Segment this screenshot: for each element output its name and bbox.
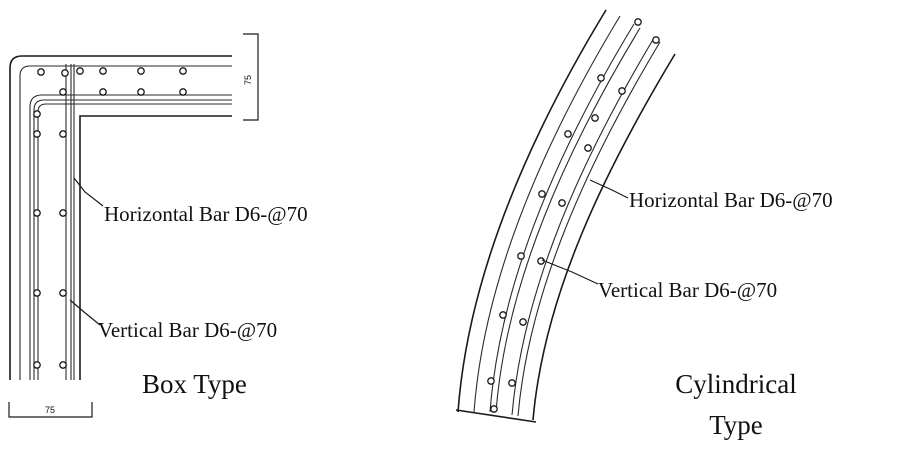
- box-bar-dot: [59, 130, 67, 138]
- cyl-bottom-edge: [455, 409, 537, 423]
- box-dimension-top-label: 75: [243, 75, 253, 85]
- cyl-bar-dot: [591, 114, 599, 122]
- box-inner-rebar-a: [29, 94, 232, 380]
- cyl-rebar-b: [495, 27, 641, 413]
- cyl-horizontal-bar-label: Horizontal Bar D6-@70: [629, 188, 833, 212]
- cyl-vertical-bar-label: Vertical Bar D6-@70: [598, 278, 777, 302]
- box-inner-wall: [79, 115, 232, 380]
- cyl-bar-dot: [597, 74, 605, 82]
- cyl-bar-dot: [490, 405, 498, 413]
- box-horizontal-leader: [73, 177, 104, 207]
- cyl-bar-dot: [652, 36, 660, 44]
- box-bar-dot: [33, 209, 41, 217]
- cyl-caption-line1: Cylindrical: [675, 369, 796, 399]
- box-bar-dot: [37, 68, 45, 76]
- box-outer-rebar: [19, 65, 232, 380]
- box-bar-dot: [76, 67, 84, 75]
- box-bar-dot: [59, 209, 67, 217]
- box-bar-dot: [33, 289, 41, 297]
- cyl-bar-dot: [538, 190, 546, 198]
- box-bar-dot: [33, 110, 41, 118]
- box-bar-dot: [179, 67, 187, 75]
- cyl-outer-rebar: [473, 15, 621, 413]
- cylindrical-type-section: Horizontal Bar D6-@70 Vertical Bar D6-@7…: [455, 9, 833, 440]
- cyl-rebar-d: [517, 41, 661, 417]
- box-bar-dot: [33, 361, 41, 369]
- cyl-rebar-c: [511, 37, 655, 416]
- box-outer-wall: [9, 55, 232, 380]
- box-type-section: 75 75 Horizontal Bar D6-@70 Vertical Bar…: [8, 33, 308, 418]
- cyl-bar-dot: [584, 144, 592, 152]
- cyl-bar-dot: [517, 252, 525, 260]
- cyl-outer-wall: [457, 9, 607, 413]
- box-bar-dot: [59, 289, 67, 297]
- cyl-inner-wall: [532, 53, 676, 421]
- box-bar-dot: [137, 88, 145, 96]
- box-horizontal-bar-label: Horizontal Bar D6-@70: [104, 202, 308, 226]
- box-dimension-bottom-label: 75: [45, 405, 55, 415]
- cyl-bar-dot: [508, 379, 516, 387]
- box-dimension-bottom-bracket: [8, 402, 93, 418]
- box-bar-dot: [99, 67, 107, 75]
- cyl-bar-dot: [519, 318, 527, 326]
- cyl-vertical-leader: [541, 259, 599, 285]
- cyl-horizontal-leader: [589, 179, 629, 199]
- box-bar-dot: [137, 67, 145, 75]
- cyl-caption-line2: Type: [709, 410, 763, 440]
- box-bar-dot: [179, 88, 187, 96]
- box-type-caption: Box Type: [142, 369, 247, 399]
- cyl-bar-dot: [499, 311, 507, 319]
- box-bar-dot: [99, 88, 107, 96]
- box-bar-dot: [59, 361, 67, 369]
- cyl-bar-dot: [558, 199, 566, 207]
- cyl-rebar-a: [489, 23, 635, 413]
- box-bar-dot: [59, 88, 67, 96]
- box-dimension-top-bracket: [243, 33, 259, 121]
- box-vertical-bar-label: Vertical Bar D6-@70: [98, 318, 277, 342]
- cyl-bar-dot: [634, 18, 642, 26]
- cyl-bar-dot: [487, 377, 495, 385]
- cyl-bar-dot: [618, 87, 626, 95]
- box-bar-dot: [61, 69, 69, 77]
- box-bar-dot: [33, 130, 41, 138]
- box-inner-rebar-b: [33, 99, 232, 380]
- cyl-bar-dot: [564, 130, 572, 138]
- box-vertical-leader: [69, 299, 101, 326]
